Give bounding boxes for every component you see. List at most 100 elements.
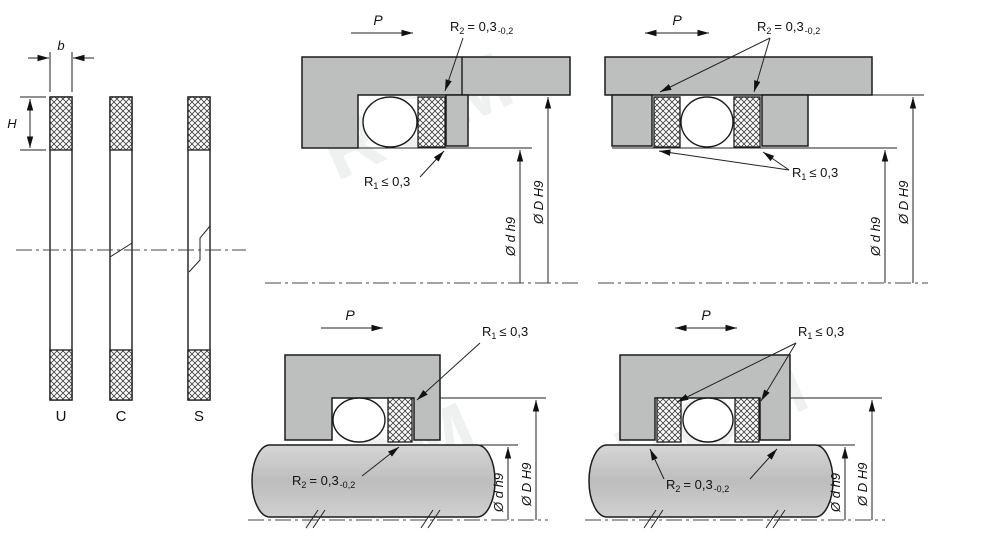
- r1-leader: [676, 342, 797, 403]
- dim-D-label: Ø D H9: [531, 181, 546, 225]
- r2-tolerance: -0,2: [714, 484, 730, 494]
- r2-leader: [444, 37, 464, 92]
- break-mark: [643, 509, 664, 529]
- dim-D-label: Ø D H9: [519, 463, 534, 507]
- r1-leader: [419, 150, 445, 178]
- step-cut-line: [188, 225, 211, 273]
- o-ring: [682, 397, 734, 443]
- ring-section-hatch: [49, 96, 73, 151]
- r1-subscript: 1: [491, 331, 496, 341]
- r1-value: ≤ 0,3: [499, 324, 528, 339]
- backup-ring-right: [734, 397, 760, 443]
- dim-d-label: Ø d h9: [503, 217, 518, 257]
- r2-subscript: 2: [459, 26, 464, 36]
- r2-label: R2= 0,3-0,2: [666, 477, 729, 494]
- r1-value: ≤ 0,3: [809, 165, 838, 180]
- break-mark: [305, 509, 326, 529]
- r2-leader: [659, 37, 771, 93]
- r1-label: R1≤ 0,3: [798, 324, 844, 341]
- h-dimension: H: [7, 96, 46, 151]
- groove-wall-left: [611, 94, 653, 147]
- r1-label: R1≤ 0,3: [792, 165, 838, 182]
- ring-section-hatch: [187, 96, 211, 151]
- ring-section-hatch: [109, 96, 133, 151]
- r2-leader: [749, 448, 778, 480]
- profile-label-u: U: [56, 408, 67, 425]
- pressure-label: P: [373, 12, 383, 28]
- r2-value: = 0,3: [774, 19, 803, 34]
- profile-section: b H U C S: [7, 38, 246, 425]
- ring-profile-u: U: [49, 96, 73, 425]
- dim-D-label: Ø D H9: [896, 181, 911, 225]
- r1-symbol: R: [482, 324, 491, 339]
- r2-subscript: 2: [675, 484, 680, 494]
- r2-symbol: R: [292, 473, 301, 488]
- r1-symbol: R: [792, 165, 801, 180]
- r2-label: R2= 0,3-0,2: [292, 473, 355, 490]
- ring-section-hatch: [187, 349, 211, 401]
- r1-subscript: 1: [801, 172, 806, 182]
- r1-label: R1≤ 0,3: [364, 174, 410, 191]
- r2-value: = 0,3: [683, 477, 712, 492]
- profile-label-c: C: [116, 408, 127, 425]
- r1-label: R1≤ 0,3: [482, 324, 528, 341]
- profile-label-s: S: [194, 408, 204, 425]
- o-ring: [680, 96, 734, 148]
- r1-symbol: R: [798, 324, 807, 339]
- r2-label: R2= 0,3-0,2: [757, 19, 820, 36]
- dim-b-label: b: [57, 38, 64, 53]
- r2-subscript: 2: [766, 26, 771, 36]
- r2-leader: [753, 37, 771, 93]
- backup-ring: [387, 397, 413, 443]
- figure-top-left: P R2= 0,3-0,2 R1≤ 0,3 Ø d h9 Ø D H9: [265, 12, 580, 284]
- rod-cylinder: [251, 444, 496, 518]
- r1-value: ≤ 0,3: [381, 174, 410, 189]
- r1-subscript: 1: [807, 331, 812, 341]
- rod-cylinder: [588, 444, 834, 518]
- o-ring: [332, 397, 386, 443]
- dim-d-label: Ø d h9: [491, 473, 506, 513]
- break-mark: [420, 509, 441, 529]
- r2-symbol: R: [666, 477, 675, 492]
- gland-block: [445, 94, 469, 147]
- housing: [604, 56, 873, 96]
- ring-section-hatch: [109, 349, 133, 401]
- break-mark: [765, 509, 786, 529]
- r1-leader: [760, 342, 797, 402]
- o-ring: [362, 96, 418, 148]
- r2-symbol: R: [757, 19, 766, 34]
- backup-ring-left: [653, 96, 681, 148]
- r1-leader: [762, 151, 790, 171]
- r2-tolerance: -0,2: [498, 26, 514, 36]
- pressure-label: P: [672, 12, 682, 28]
- r2-subscript: 2: [301, 480, 306, 490]
- groove-wall-right: [761, 94, 809, 147]
- r2-tolerance: -0,2: [340, 480, 356, 490]
- backup-ring-right: [733, 96, 761, 148]
- figure-top-right: P R2= 0,3-0,2 R1≤ 0,3 Ø d h9 Ø D H9: [598, 12, 928, 284]
- dim-D-label: Ø D H9: [855, 463, 870, 507]
- angle-cut-line: [109, 242, 133, 258]
- r2-value: = 0,3: [467, 19, 496, 34]
- r1-symbol: R: [364, 174, 373, 189]
- r2-value: = 0,3: [309, 473, 338, 488]
- r2-symbol: R: [450, 19, 459, 34]
- r1-subscript: 1: [373, 181, 378, 191]
- dim-d-label: Ø d h9: [828, 473, 843, 513]
- ring-section-hatch: [49, 349, 73, 401]
- dim-h-label: H: [7, 116, 17, 131]
- r1-leader: [658, 149, 790, 171]
- backup-ring-left: [656, 397, 682, 443]
- dim-d-label: Ø d h9: [868, 217, 883, 257]
- pressure-label: P: [701, 307, 711, 323]
- r2-leader: [361, 446, 400, 477]
- figure-bottom-right: P R1≤ 0,3 R2= 0,3-0,2 Ø d h9 Ø D H9: [585, 307, 885, 529]
- r2-leader: [649, 448, 665, 480]
- ring-profile-c: C: [109, 96, 133, 425]
- r2-tolerance: -0,2: [805, 26, 821, 36]
- pressure-label: P: [345, 307, 355, 323]
- ring-profile-s: S: [187, 96, 211, 425]
- r1-value: ≤ 0,3: [815, 324, 844, 339]
